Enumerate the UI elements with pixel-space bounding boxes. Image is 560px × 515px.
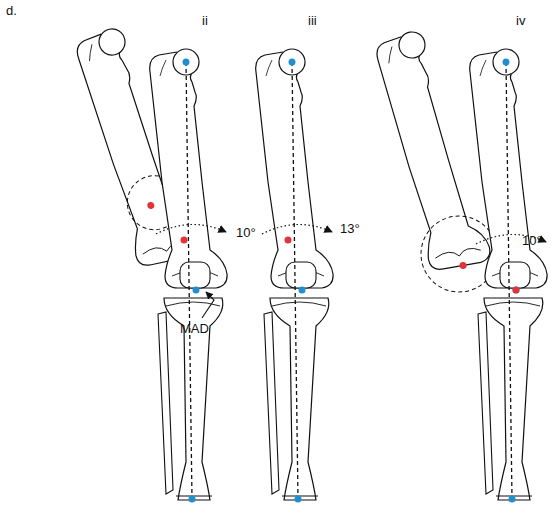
tibia	[164, 298, 223, 500]
mechanical-axis	[186, 62, 192, 499]
fibula	[264, 312, 279, 494]
femoral-head	[97, 27, 128, 58]
panel-letter: d.	[6, 4, 17, 18]
trochanter-line	[480, 60, 486, 76]
axis-point	[299, 287, 306, 294]
patella	[180, 262, 210, 288]
cora-point	[513, 287, 520, 294]
tibial-plateau	[272, 302, 326, 306]
axis-point	[295, 496, 302, 503]
cora-point	[285, 237, 292, 244]
angle-label: 10°	[236, 226, 256, 240]
cora-point	[147, 201, 155, 209]
panel-number: ii	[202, 14, 208, 28]
tibial-plateau	[486, 302, 540, 306]
trochanter-line	[86, 44, 95, 61]
femoral-head	[397, 30, 427, 60]
patella	[286, 262, 316, 288]
rotation-arrow	[156, 224, 226, 234]
leg-figure	[256, 49, 333, 503]
axis-point	[289, 59, 296, 66]
cora-point	[181, 237, 188, 244]
leg-figure	[150, 49, 227, 503]
rotation-arrow	[262, 224, 332, 234]
patella	[500, 262, 530, 288]
fibula	[158, 312, 173, 494]
fibula	[478, 312, 493, 494]
panel-number: iii	[308, 14, 317, 28]
leader-arrow	[202, 292, 214, 318]
axis-point	[193, 287, 200, 294]
mechanical-axis	[292, 62, 298, 499]
panel-number: iv	[516, 14, 525, 28]
axis-point	[503, 59, 510, 66]
angle-label: 13°	[340, 222, 360, 236]
axis-point	[509, 496, 516, 503]
tibia	[270, 298, 329, 500]
condyle-line	[435, 247, 481, 260]
knee-point	[459, 261, 467, 269]
mechanical-axis	[506, 62, 512, 499]
leg-figure	[470, 49, 547, 503]
axis-point	[513, 287, 520, 294]
axis-point	[183, 59, 190, 66]
trochanter-line	[266, 60, 272, 76]
axis-label: MAD	[180, 322, 209, 336]
trochanter-line	[386, 47, 395, 64]
trochanter-line	[160, 60, 166, 76]
axis-point	[189, 496, 196, 503]
angle-label: 10°	[522, 234, 542, 248]
tibia	[484, 298, 543, 500]
